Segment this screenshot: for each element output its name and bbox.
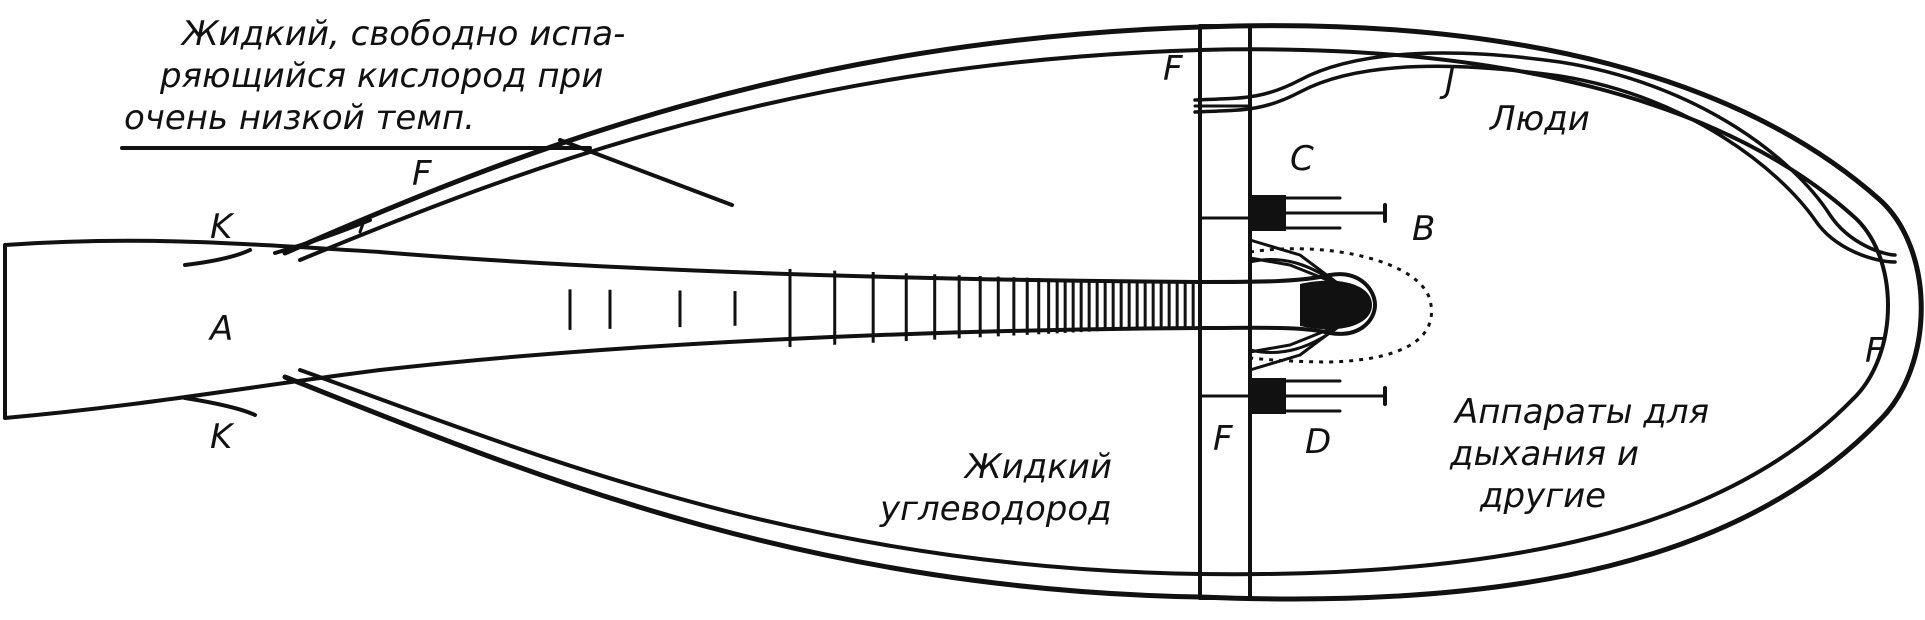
combustion-head-fill [1300, 280, 1372, 330]
label-k-upper: K [210, 207, 235, 247]
label-k-lower: K [210, 417, 235, 457]
label-people: Люди [1488, 99, 1590, 139]
label-apparatus-line2: дыхания и [1449, 434, 1639, 474]
tube-hatching [568, 269, 1195, 347]
tick-f [358, 216, 367, 234]
label-f-partition-top: F [1163, 49, 1183, 89]
label-hydrocarbon-line2: углеводород [879, 489, 1112, 529]
label-d: D [1305, 422, 1331, 462]
note-oxygen-line2: ряющийся кислород при [159, 56, 603, 96]
pipe-j-inner [1193, 64, 1897, 264]
label-f-partition-bottom: F [1213, 419, 1233, 459]
dotted-region-b [1249, 247, 1433, 364]
label-apparatus-line3: другие [1479, 476, 1606, 516]
feed-pipe-lower [1248, 323, 1342, 372]
valve-d-body [1250, 378, 1286, 414]
inner-hull [298, 47, 1890, 577]
label-hydrocarbon-line1: Жидкий [963, 447, 1112, 487]
label-a: A [208, 309, 233, 349]
hatch-upper-left [183, 248, 252, 267]
label-b: B [1412, 209, 1435, 249]
note-oxygen-line1: Жидкий, свободно испа- [180, 14, 625, 54]
outer-hull [282, 23, 1924, 602]
label-apparatus-line1: Аппараты для [1453, 392, 1709, 432]
label-c: C [1290, 139, 1314, 179]
pipe-j [1193, 51, 1897, 257]
label-f-top-left: F [412, 154, 432, 194]
combustion-head [1198, 272, 1377, 336]
nozzle-tube [3, 238, 1202, 420]
feed-cross-lower [1248, 320, 1347, 354]
label-f-nose: F [1865, 331, 1885, 371]
note-pointer [558, 138, 734, 207]
feed-cross-upper [1248, 258, 1347, 292]
note-oxygen-line3: очень низкой темп. [124, 98, 475, 138]
hatch-lower-left [183, 396, 257, 417]
valve-c-body [1250, 195, 1286, 231]
